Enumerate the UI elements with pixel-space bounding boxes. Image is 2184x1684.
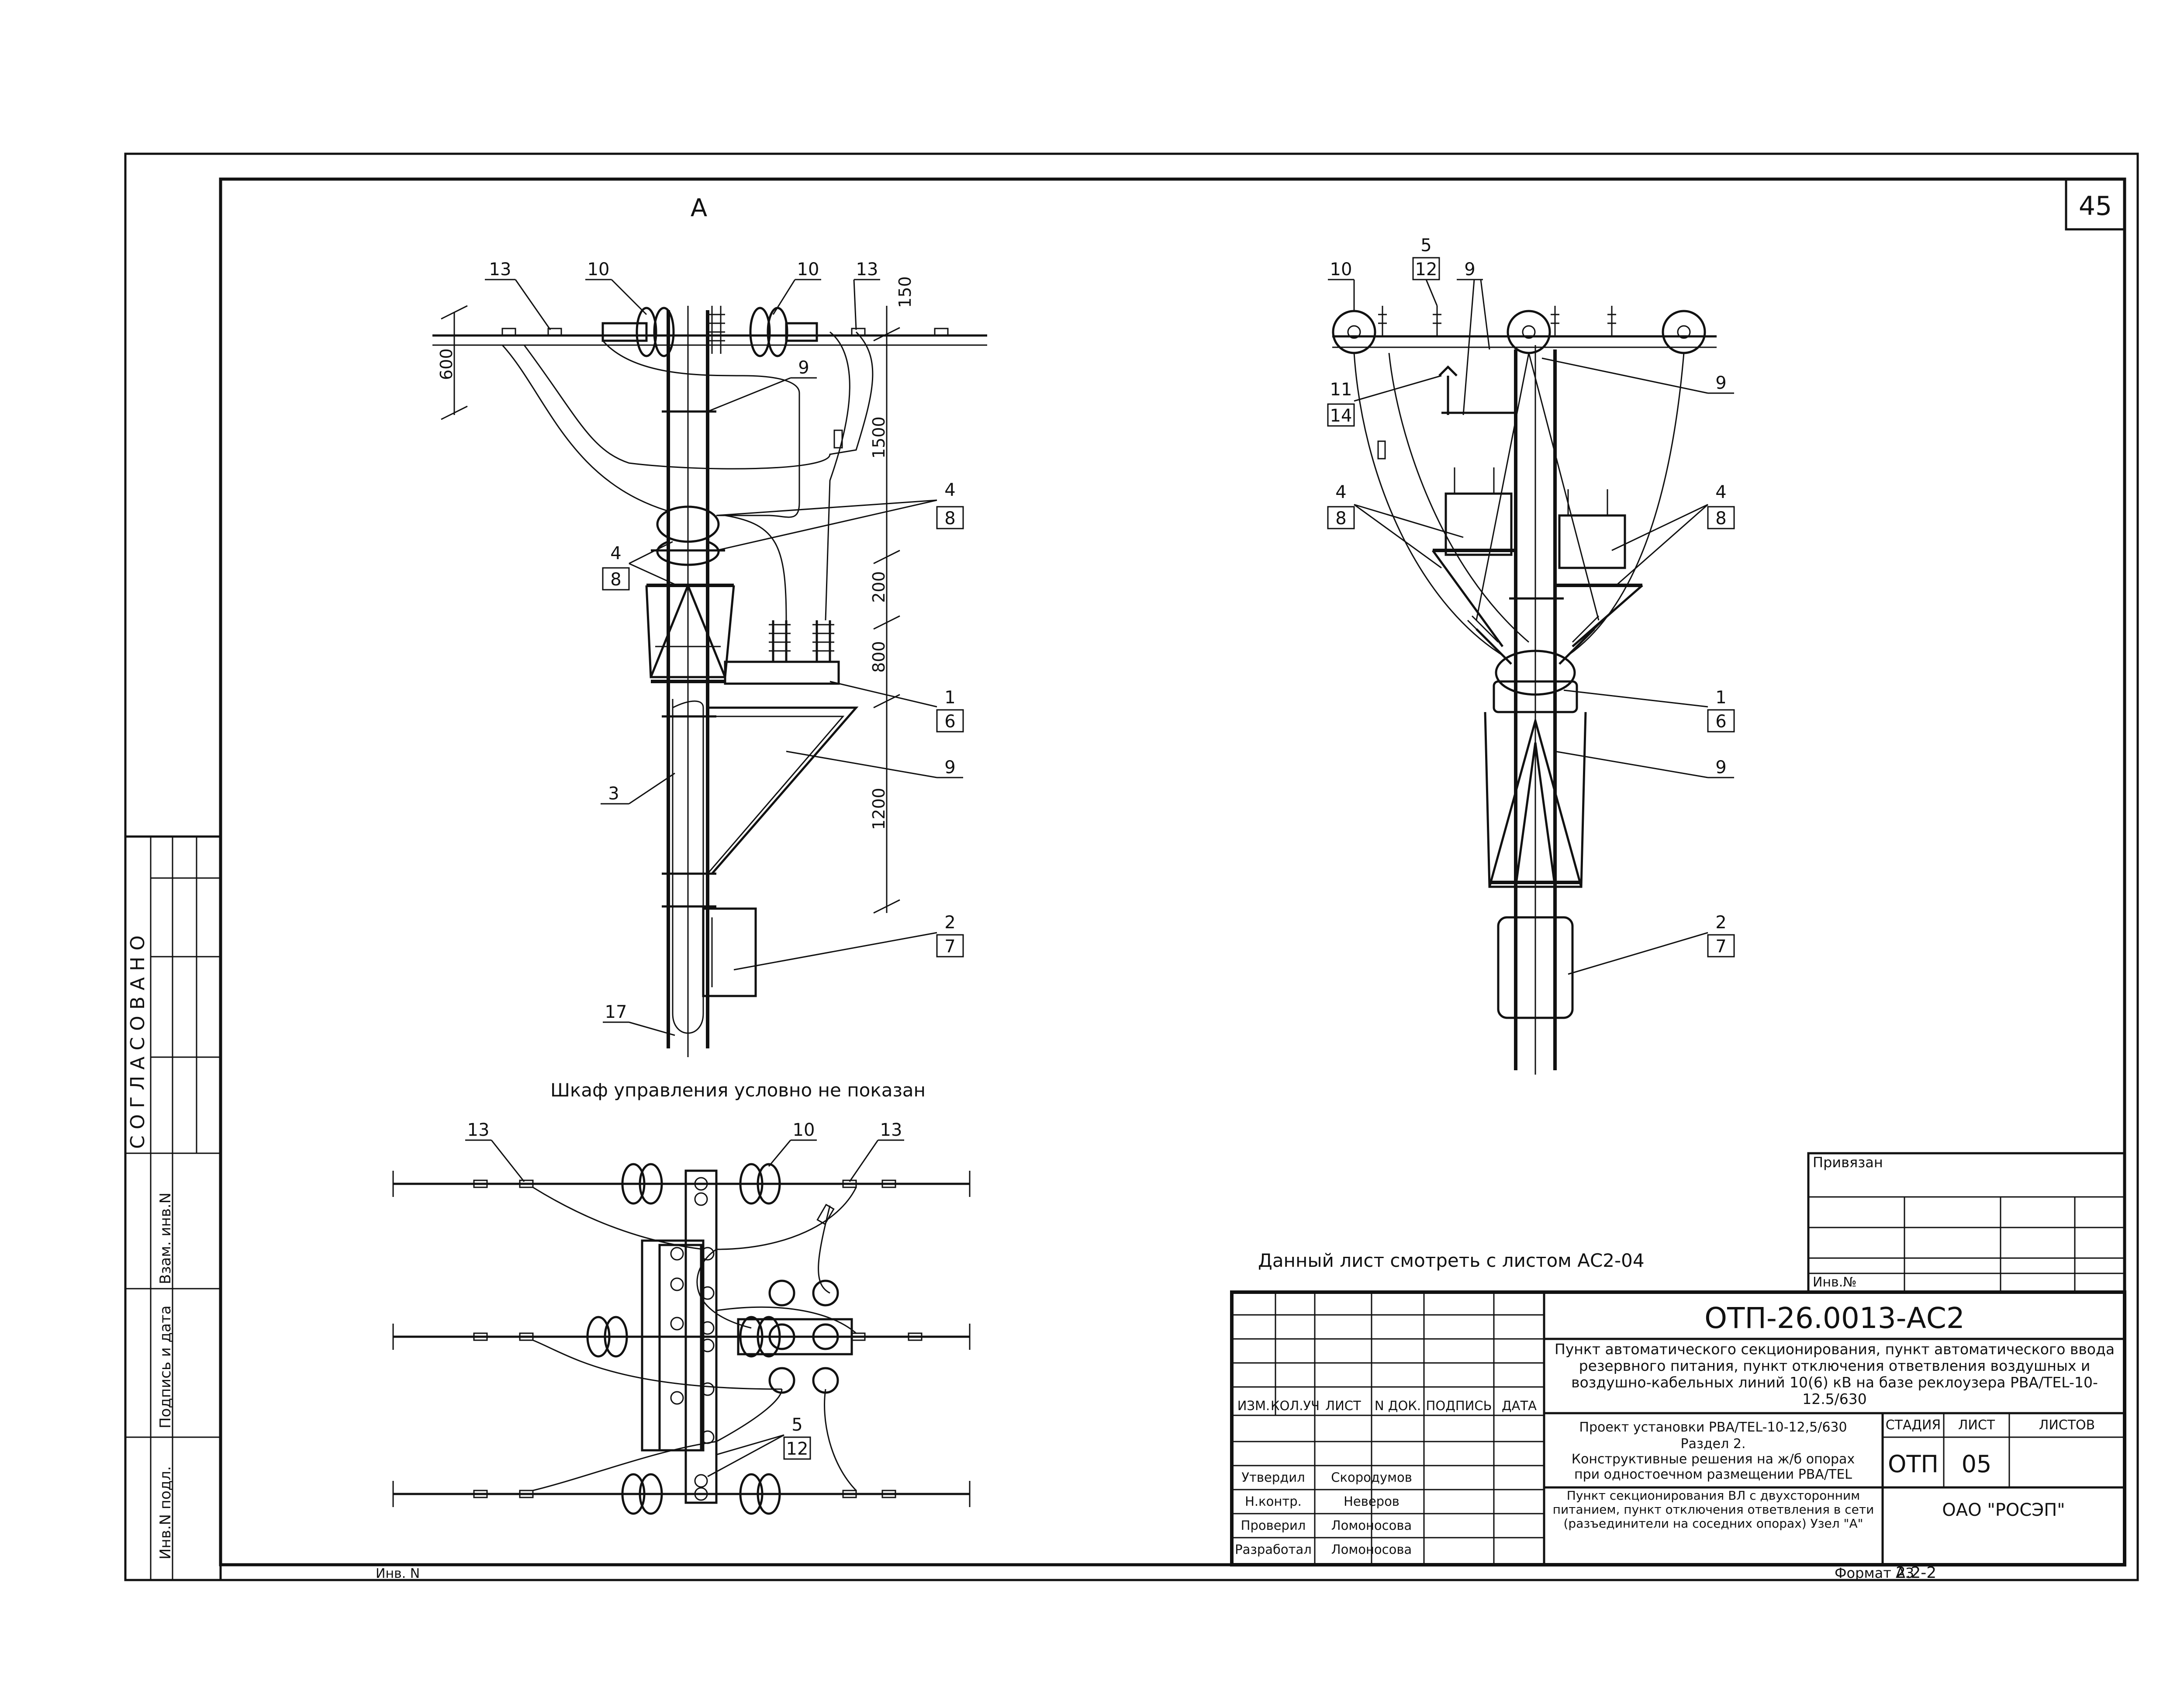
callout-10a: 10 bbox=[587, 259, 610, 280]
callout-17: 17 bbox=[605, 1002, 627, 1022]
project-line2: Раздел 2. bbox=[1681, 1436, 1746, 1452]
callout-p-10: 10 bbox=[793, 1120, 815, 1140]
callout-r-5: 5 bbox=[1420, 235, 1431, 256]
title-block: ИЗМ. КОЛ.УЧ ЛИСТ N ДОК. ПОДПИСЬ ДАТА Утв… bbox=[1230, 1290, 2126, 1566]
callout-7: 7 bbox=[944, 937, 955, 957]
callout-r-10: 10 bbox=[1330, 259, 1352, 280]
dim-600: 600 bbox=[437, 348, 456, 380]
project-line1: Проект установки РВА/TEL-10-12,5/630 bbox=[1579, 1420, 1847, 1435]
callout-4-left: 4 bbox=[610, 543, 621, 564]
project-line3: Конструктивные решения на ж/б опорах bbox=[1572, 1452, 1855, 1467]
role-razrabotal: Разработал bbox=[1235, 1542, 1312, 1557]
note-cabinet: Шкаф управления условно не показан bbox=[550, 1079, 926, 1101]
vzam-inv-label: Взам. инв.N bbox=[157, 1193, 174, 1284]
callout-r-8a: 8 bbox=[1335, 508, 1346, 529]
name-razrabotal: Ломоносова bbox=[1331, 1542, 1412, 1557]
drawing-code: ОТП-26.0013-АС2 bbox=[1704, 1301, 1965, 1335]
callout-9b: 9 bbox=[944, 757, 955, 778]
binding-table: Привязан Инв.№ bbox=[1807, 1152, 2126, 1293]
callout-p-5: 5 bbox=[791, 1415, 802, 1435]
stage-value: ОТП bbox=[1888, 1450, 1939, 1478]
page-number: 45 bbox=[2079, 191, 2112, 221]
name-proveril: Ломоносова bbox=[1331, 1518, 1412, 1533]
callout-r-9b: 9 bbox=[1715, 373, 1726, 393]
sheet-no-value: 05 bbox=[1962, 1450, 1992, 1478]
callout-13b: 13 bbox=[856, 259, 878, 280]
page-number-box bbox=[2065, 178, 2126, 231]
podpis-data-label: Подпись и дата bbox=[157, 1305, 174, 1428]
dim-800: 800 bbox=[869, 641, 888, 673]
callout-2: 2 bbox=[944, 913, 955, 933]
dim-150: 150 bbox=[895, 276, 915, 308]
organization: ОАО "РОСЭП" bbox=[1942, 1500, 2065, 1520]
callout-r-4a: 4 bbox=[1335, 482, 1346, 502]
callout-9a: 9 bbox=[798, 358, 809, 378]
header-sheet: ЛИСТ bbox=[1958, 1418, 1995, 1433]
project-title: Пункт автоматического секционирования, п… bbox=[1554, 1341, 2115, 1407]
left-approval-stamp: СОГЛАСОВАНО Взам. инв.N Подпись и дата И… bbox=[124, 835, 222, 1581]
view-label-a: A bbox=[691, 194, 707, 222]
callout-r-7: 7 bbox=[1715, 937, 1726, 957]
callout-4-right: 4 bbox=[944, 480, 955, 500]
format-value: 2.2-2 bbox=[1896, 1564, 1936, 1582]
header-sheets: ЛИСТОВ bbox=[2039, 1418, 2095, 1433]
dim-200: 200 bbox=[869, 571, 888, 603]
callout-8-left: 8 bbox=[610, 570, 621, 590]
col-n-dok: N ДОК. bbox=[1375, 1398, 1421, 1413]
plan-view: 13 10 13 5 12 bbox=[392, 1120, 971, 1515]
callout-p-13a: 13 bbox=[467, 1120, 490, 1140]
name-utverdil: Скородумов bbox=[1331, 1470, 1412, 1485]
inv-podl-label: Инв.N подл. bbox=[157, 1466, 174, 1560]
callout-8-right: 8 bbox=[944, 508, 955, 529]
callout-13a: 13 bbox=[489, 259, 511, 280]
binding-inv: Инв.№ bbox=[1813, 1275, 1856, 1290]
callout-r-8b: 8 bbox=[1715, 508, 1726, 529]
sheet-description: Пункт секционирования ВЛ с двухсторонним… bbox=[1552, 1489, 1874, 1531]
dimension-lines-left: 600 150 1500 200 800 1200 bbox=[437, 276, 915, 914]
callout-r-9c: 9 bbox=[1715, 757, 1726, 778]
name-nkontr: Неверов bbox=[1344, 1494, 1400, 1509]
callout-p-13b: 13 bbox=[880, 1120, 902, 1140]
callout-r-2: 2 bbox=[1715, 913, 1726, 933]
note-see-sheet: Данный лист смотреть с листом АС2-04 bbox=[1258, 1250, 1645, 1271]
col-list: ЛИСТ bbox=[1325, 1398, 1361, 1413]
callout-6: 6 bbox=[944, 712, 955, 732]
dim-1200: 1200 bbox=[869, 788, 888, 830]
callout-1: 1 bbox=[944, 688, 955, 708]
format-label: Формат А3 bbox=[1835, 1565, 1914, 1581]
top-insulators bbox=[501, 306, 949, 357]
approved-label: СОГЛАСОВАНО bbox=[127, 929, 149, 1149]
callouts-left: 13 10 10 13 9 4 8 4 8 1 6 3 bbox=[485, 259, 964, 1036]
role-utverdil: Утвердил bbox=[1241, 1470, 1305, 1485]
callouts-plan: 13 10 13 5 12 bbox=[465, 1120, 904, 1477]
callout-r-11: 11 bbox=[1330, 380, 1352, 400]
callout-r-1: 1 bbox=[1715, 688, 1726, 708]
callout-r-9a: 9 bbox=[1464, 259, 1475, 280]
role-proveril: Проверил bbox=[1241, 1518, 1306, 1533]
col-kol-uch: КОЛ.УЧ bbox=[1271, 1398, 1320, 1413]
col-izm: ИЗМ. bbox=[1237, 1398, 1270, 1413]
elevation-view-a: A bbox=[432, 194, 987, 1057]
binding-title: Привязан bbox=[1813, 1154, 1883, 1171]
inv-label-bottom: Инв. N bbox=[376, 1566, 420, 1581]
callout-r-6: 6 bbox=[1715, 712, 1726, 732]
callout-3: 3 bbox=[608, 784, 619, 804]
callout-r-14: 14 bbox=[1330, 406, 1352, 426]
callout-p-12: 12 bbox=[786, 1439, 809, 1459]
callout-r-4b: 4 bbox=[1715, 482, 1726, 502]
elevation-view-right: 10 5 12 9 9 11 14 4 8 4 8 1 6 9 bbox=[1327, 235, 1735, 1075]
col-data: ДАТА bbox=[1502, 1398, 1537, 1413]
header-stage: СТАДИЯ bbox=[1886, 1418, 1941, 1433]
dim-1500: 1500 bbox=[869, 416, 888, 459]
col-podpis: ПОДПИСЬ bbox=[1426, 1398, 1492, 1413]
role-nkontr: Н.контр. bbox=[1245, 1494, 1302, 1509]
callout-r-12: 12 bbox=[1415, 259, 1438, 280]
project-line4: при одностоечном размещении РВА/TEL bbox=[1574, 1467, 1852, 1482]
callouts-right: 10 5 12 9 9 11 14 4 8 4 8 1 6 9 bbox=[1327, 235, 1735, 975]
callout-10b: 10 bbox=[797, 259, 819, 280]
